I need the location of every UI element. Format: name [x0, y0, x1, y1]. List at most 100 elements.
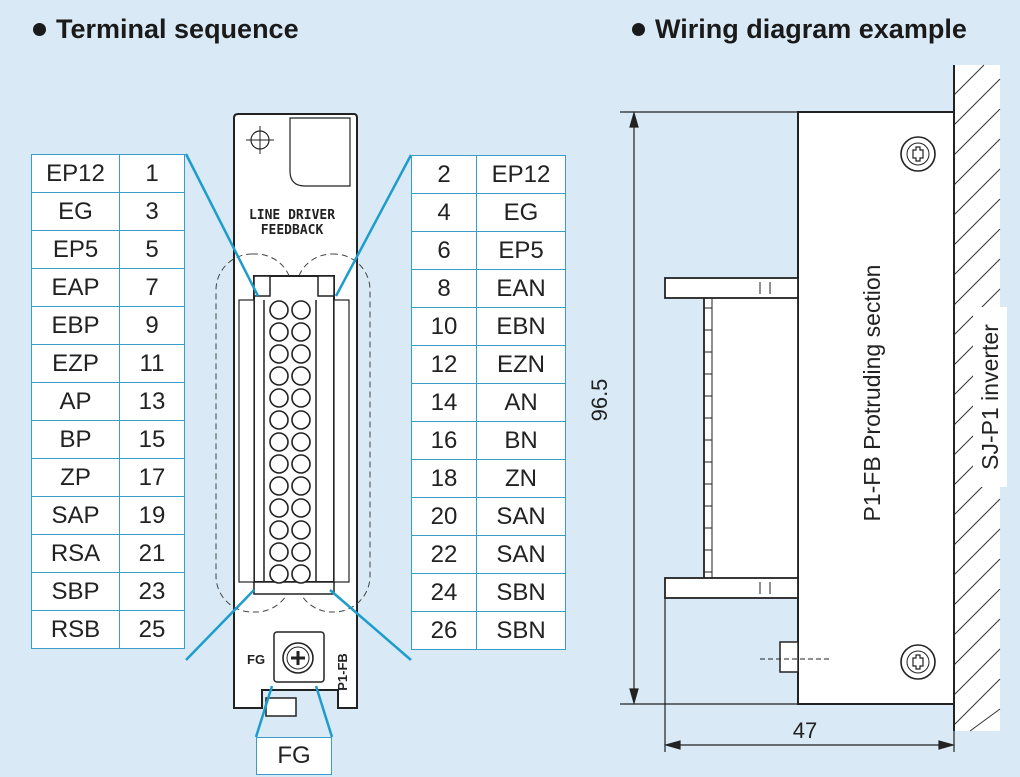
heading-text: Terminal sequence	[56, 14, 299, 44]
pin-cell: 18	[411, 459, 477, 498]
board-title-line1: LINE DRIVER	[248, 208, 336, 223]
signal-cell: EP5	[476, 231, 566, 270]
board-model-label: P1-FB	[334, 653, 350, 691]
pin-cell: 3	[119, 192, 185, 231]
pin-cell: 10	[411, 307, 477, 346]
signal-cell: EP5	[31, 230, 120, 269]
signal-cell: EP12	[476, 155, 566, 194]
pin-cell: 25	[119, 610, 185, 649]
dimension-height	[620, 110, 798, 706]
signal-cell: AN	[476, 383, 566, 422]
bullet-icon	[33, 23, 46, 36]
signal-cell: EAP	[31, 268, 120, 307]
signal-cell: EG	[476, 193, 566, 232]
fg-label-box: FG	[256, 737, 332, 775]
signal-cell: ZP	[31, 458, 120, 497]
pin-cell: 7	[119, 268, 185, 307]
signal-cell: EBP	[31, 306, 120, 345]
signal-cell: EBN	[476, 307, 566, 346]
dimension-width-label: 47	[792, 718, 818, 743]
mounting-screw-icon	[900, 136, 936, 172]
signal-cell: EZP	[31, 344, 120, 383]
signal-cell: AP	[31, 382, 120, 421]
fg-screw-icon	[273, 631, 325, 683]
inverter-label: SJ-P1 inverter	[973, 307, 1007, 487]
signal-cell: BN	[476, 421, 566, 460]
pin-cell: 13	[119, 382, 185, 421]
signal-cell: EAN	[476, 269, 566, 308]
pin-cell: 14	[411, 383, 477, 422]
pin-cell: 19	[119, 496, 185, 535]
pin-cell: 9	[119, 306, 185, 345]
signal-cell: SBP	[31, 572, 120, 611]
pin-cell: 20	[411, 497, 477, 536]
pin-cell: 16	[411, 421, 477, 460]
pin-cell: 5	[119, 230, 185, 269]
board-side-view	[664, 111, 955, 705]
pin-cell: 22	[411, 535, 477, 574]
signal-cell: RSB	[31, 610, 120, 649]
terminal-connector	[238, 275, 350, 595]
bullet-icon	[632, 23, 645, 36]
pin-cell: 15	[119, 420, 185, 459]
signal-cell: SAN	[476, 535, 566, 574]
heading-terminal-sequence: Terminal sequence	[33, 14, 299, 45]
signal-cell: SAP	[31, 496, 120, 535]
dimension-height-label: 96.5	[587, 378, 612, 422]
mounting-screw-icon	[900, 644, 936, 680]
pin-cell: 23	[119, 572, 185, 611]
callout-lines	[184, 153, 413, 738]
signal-cell: EZN	[476, 345, 566, 384]
board-title-line2: FEEDBACK	[260, 223, 324, 238]
signal-cell: SAN	[476, 497, 566, 536]
pin-cell: 8	[411, 269, 477, 308]
dimension-width	[663, 598, 956, 752]
signal-cell: SBN	[476, 611, 566, 650]
protruding-section-label: P1-FB Protruding section	[858, 264, 885, 522]
pin-cell: 4	[411, 193, 477, 232]
board-title: LINE DRIVER FEEDBACK	[242, 208, 342, 238]
board-fg-mark: FG	[247, 652, 266, 667]
pin-cell: 6	[411, 231, 477, 270]
pin-cell: 17	[119, 458, 185, 497]
signal-cell: RSA	[31, 534, 120, 573]
heading-text: Wiring diagram example	[655, 14, 967, 44]
signal-cell: SBN	[476, 573, 566, 612]
heading-wiring-diagram: Wiring diagram example	[632, 14, 967, 45]
signal-cell: ZN	[476, 459, 566, 498]
pin-cell: 2	[411, 155, 477, 194]
signal-cell: EG	[31, 192, 120, 231]
pin-cell: 11	[119, 344, 185, 383]
pin-cell: 1	[119, 154, 185, 193]
signal-cell: BP	[31, 420, 120, 459]
pin-cell: 26	[411, 611, 477, 650]
